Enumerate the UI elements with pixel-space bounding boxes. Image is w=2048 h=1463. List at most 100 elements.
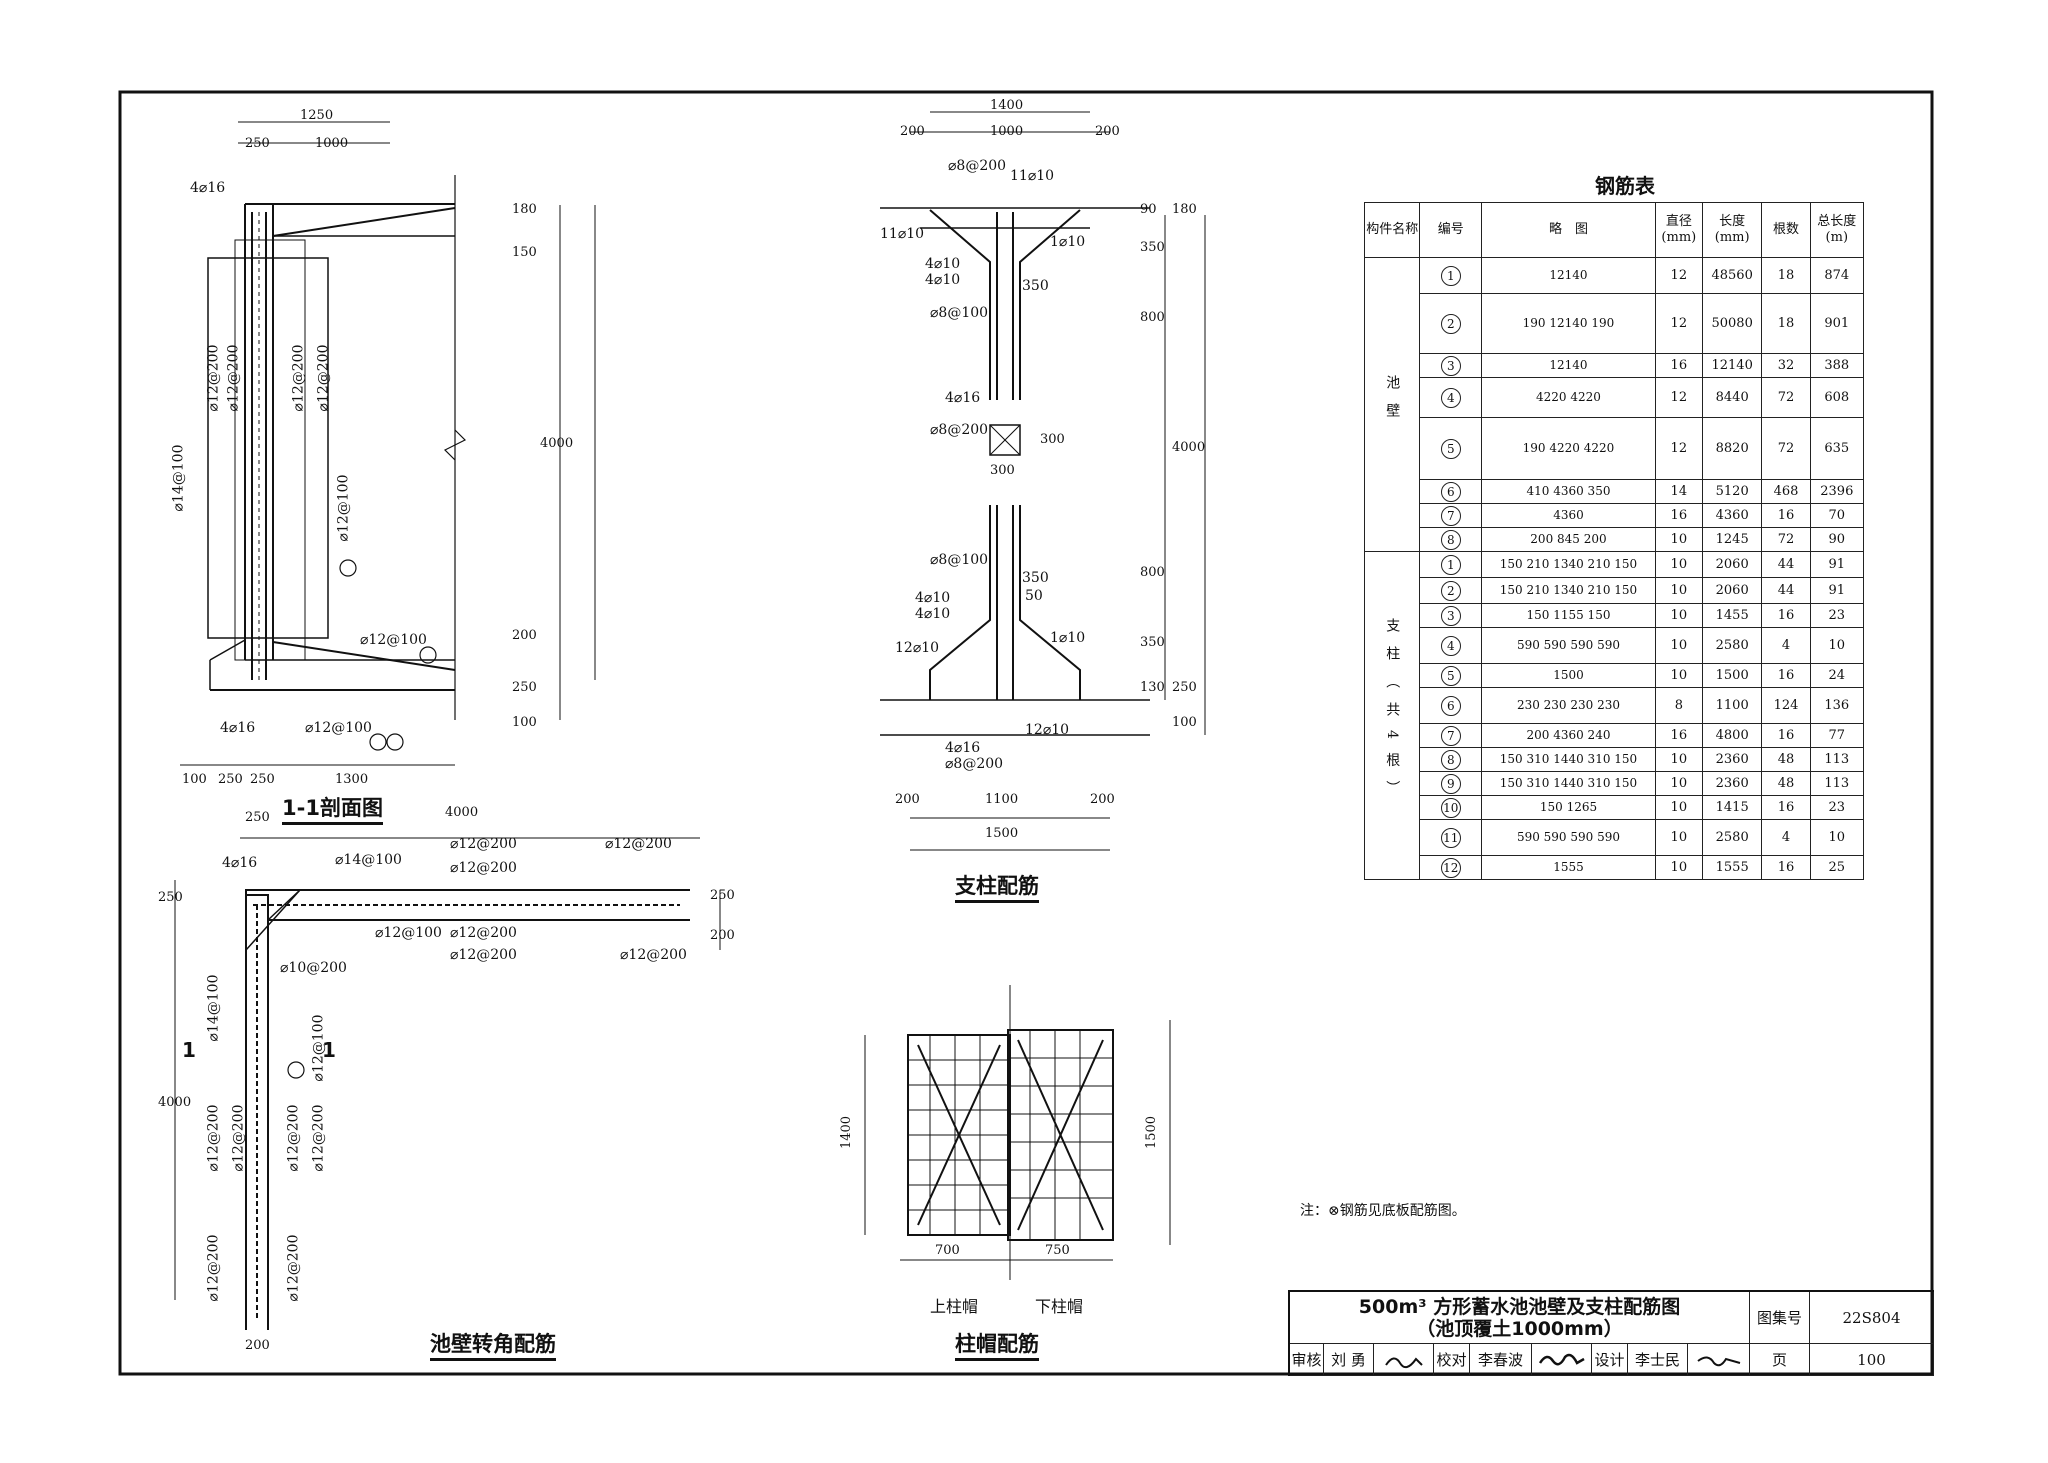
header-no: 编号 (1419, 202, 1483, 258)
diameter-cell: 10 (1654, 551, 1703, 578)
rebar-number-cell-text: 3 (1440, 355, 1461, 376)
rebar-sketch-cell-text: 150 310 1440 310 150 (1499, 752, 1638, 766)
count-cell-text: 468 (1773, 484, 1799, 499)
length-cell: 1500 (1701, 663, 1763, 688)
dim-label: 100 (1172, 715, 1197, 730)
rebar-callout: 350 (1022, 570, 1049, 586)
rebar-number-cell: 9 (1419, 771, 1483, 796)
dim-label: 250 (245, 136, 270, 151)
rebar-sketch-cell-text: 4220 4220 (1536, 390, 1601, 404)
rebar-callout: ⌀12@100 (335, 474, 352, 542)
length-cell: 4800 (1701, 723, 1763, 748)
total-length-cell-text: 23 (1828, 608, 1846, 623)
count-cell-text: 18 (1777, 268, 1795, 283)
rebar-callout: ⌀8@100 (930, 552, 989, 568)
section-mark-right: 1 (322, 1038, 336, 1062)
count-cell-text: 72 (1777, 441, 1795, 456)
total-length-cell-text: 388 (1824, 358, 1850, 373)
rebar-sketch-cell-text: 150 210 1340 210 150 (1499, 583, 1638, 597)
header-length: 长度(mm) (1701, 202, 1763, 258)
rebar-callout: ⌀12@200 (285, 1104, 302, 1172)
total-length-cell: 874 (1809, 257, 1865, 294)
header-sketch: 略 图 (1481, 202, 1656, 258)
rebar-sketch-cell-text: 150 1265 (1539, 800, 1598, 814)
count-cell: 16 (1761, 663, 1811, 688)
total-length-cell: 70 (1809, 503, 1865, 528)
rebar-number-cell: 7 (1419, 503, 1483, 528)
length-cell: 2580 (1701, 819, 1763, 856)
rebar-sketch-cell: 150 310 1440 310 150 (1481, 747, 1656, 772)
rebar-callout: 12⌀10 (1025, 722, 1070, 738)
rebar-sketch-cell-text: 150 210 1340 210 150 (1499, 557, 1638, 571)
diameter-cell-text: 10 (1670, 752, 1688, 767)
rebar-callout: 4⌀16 (945, 390, 981, 406)
dim-label: 1250 (300, 108, 334, 123)
total-length-cell: 23 (1809, 603, 1865, 628)
length-cell-text: 1500 (1715, 668, 1749, 683)
rebar-number-cell: 1 (1419, 551, 1483, 578)
rebar-number-cell: 1 (1419, 257, 1483, 294)
cap-rebar-drawing (864, 985, 1171, 1280)
total-length-cell-text: 136 (1824, 698, 1850, 713)
rebar-number-cell-text: 3 (1440, 605, 1461, 626)
rebar-number-cell-text: 8 (1440, 749, 1461, 770)
total-length-cell: 77 (1809, 723, 1865, 748)
atlas-label: 图集号 (1750, 1292, 1810, 1344)
length-cell-text: 12140 (1711, 358, 1753, 373)
diameter-cell-text: 10 (1670, 668, 1688, 683)
rebar-number-cell: 5 (1419, 663, 1483, 688)
length-cell: 8440 (1701, 377, 1763, 418)
dim-label: 90 (1140, 202, 1157, 217)
total-length-cell-text: 91 (1828, 557, 1846, 572)
dim-label: 200 (1095, 124, 1120, 139)
rebar-sketch-cell-text: 200 4360 240 (1526, 728, 1611, 742)
length-cell-text: 50080 (1711, 316, 1753, 331)
total-length-cell: 136 (1809, 687, 1865, 724)
length-cell: 12140 (1701, 353, 1763, 378)
count-cell-text: 16 (1777, 608, 1795, 623)
dim-label: 1500 (985, 826, 1019, 841)
rebar-callout: 4⌀10 (915, 606, 951, 622)
dim-label: 1400 (990, 98, 1024, 113)
rebar-sketch-cell: 150 210 1340 210 150 (1481, 577, 1656, 604)
rebar-callout: 12⌀10 (895, 640, 940, 656)
rebar-number-cell-text: 6 (1440, 695, 1461, 716)
total-length-cell: 113 (1809, 771, 1865, 796)
rebar-number-cell-text: 4 (1440, 635, 1461, 656)
diameter-cell-text: 10 (1670, 583, 1688, 598)
rebar-sketch-cell-text: 150 1155 150 (1526, 608, 1611, 622)
length-cell: 2360 (1701, 747, 1763, 772)
rebar-sketch-cell-text: 4360 (1553, 508, 1584, 522)
count-cell: 48 (1761, 771, 1811, 796)
rebar-callout: 1⌀10 (1050, 630, 1086, 646)
total-length-cell-text: 10 (1828, 830, 1846, 845)
rebar-number-cell: 10 (1419, 795, 1483, 820)
length-cell-text: 8820 (1715, 441, 1749, 456)
rebar-sketch-cell: 1555 (1481, 855, 1656, 880)
diameter-cell-text: 12 (1670, 316, 1688, 331)
upper-cap-label: 上柱帽 (930, 1297, 979, 1316)
diameter-cell-text: 16 (1670, 508, 1688, 523)
diameter-cell-text: 10 (1670, 860, 1688, 875)
length-cell: 2580 (1701, 627, 1763, 664)
dim-label: 1300 (335, 772, 369, 787)
rebar-callout: ⌀12@200 (605, 836, 672, 852)
dim-label: 200 (710, 928, 735, 943)
length-cell-text: 2060 (1715, 583, 1749, 598)
rebar-sketch-cell-text: 590 590 590 590 (1516, 830, 1620, 844)
table-header-row: 构件名称 编号 略 图 直径(mm) 长度(mm) 根数 总长度(m) (1363, 202, 1865, 258)
designer-name: 李士民 (1628, 1344, 1688, 1376)
diameter-cell: 8 (1654, 687, 1703, 724)
rebar-callout: ⌀12@200 (315, 344, 332, 412)
diameter-cell-text: 10 (1670, 776, 1688, 791)
total-length-cell-text: 113 (1824, 776, 1850, 791)
rebar-callout: ⌀10@200 (280, 960, 347, 976)
length-cell: 2360 (1701, 771, 1763, 796)
rebar-callout: 4⌀16 (190, 180, 226, 196)
rebar-sketch-cell: 12140 (1481, 353, 1656, 378)
